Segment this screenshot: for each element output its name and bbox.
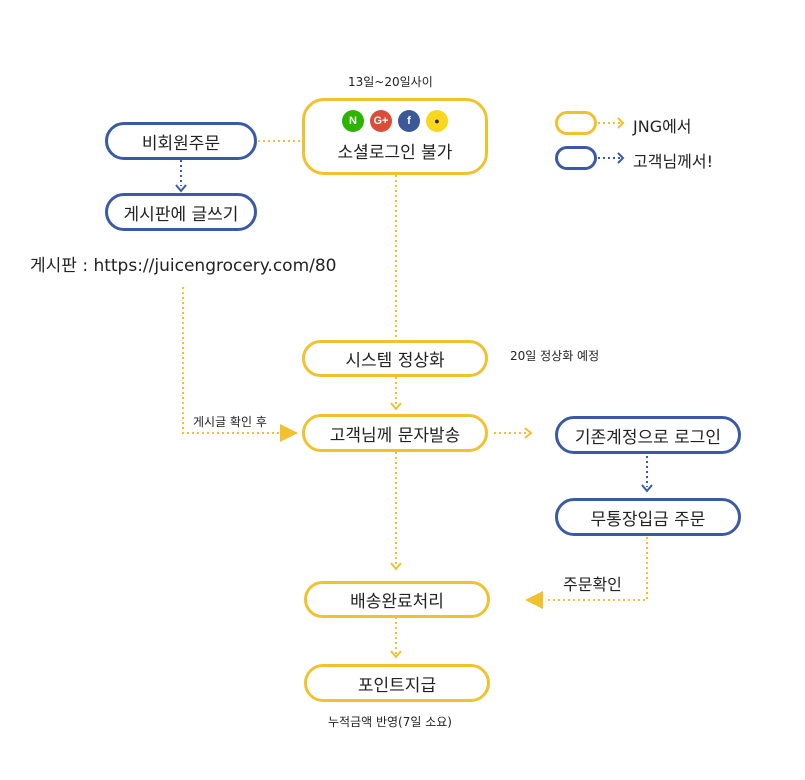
legend-arrowhead-yellow (617, 117, 625, 129)
delivery-box: 배송완료처리 (304, 581, 490, 618)
guest-order-box: 비회원주문 (105, 122, 257, 160)
existing-login-box: 기존계정으로 로그인 (555, 416, 741, 454)
arrowhead-delivery (390, 562, 402, 571)
existing-login-label: 기존계정으로 로그인 (574, 427, 722, 448)
arrowhead-sms (390, 402, 402, 411)
social-login-box: N G+ f ● 소셜로그인 불가 (302, 98, 488, 175)
points-box: 포인트지급 (304, 664, 490, 702)
naver-icon: N (342, 110, 364, 132)
board-write-box: 게시판에 글쓰기 (105, 193, 257, 231)
sms-box: 고객님께 문자발송 (302, 414, 488, 452)
board-write-label: 게시판에 글쓰기 (123, 204, 239, 225)
legend-blue-swatch (555, 146, 597, 170)
delivery-label: 배송완료처리 (350, 592, 444, 612)
points-label: 포인트지급 (357, 675, 437, 696)
bank-order-box: 무통장입금 주문 (555, 498, 741, 536)
legend-customer-label: 고객님께서! (633, 152, 714, 171)
legend-jng-label: JNG에서 (633, 117, 692, 136)
guest-order-label: 비회원주문 (141, 133, 221, 154)
legend-yellow-swatch (555, 111, 597, 135)
system-normal-box: 시스템 정상화 (302, 340, 488, 377)
order-check-note: 주문확인 (563, 575, 622, 594)
arrowhead-board (175, 184, 187, 193)
legend-arrowhead-blue (617, 152, 625, 164)
connector-bank-delivery (545, 537, 648, 601)
arrowhead-login (524, 427, 533, 439)
system-date-note: 20일 정상화 예정 (510, 349, 600, 363)
arrowhead-bank (641, 484, 653, 493)
social-login-label: 소셜로그인 불가 (337, 143, 453, 163)
facebook-icon: f (398, 110, 420, 132)
top-note: 13일~20일사이 (348, 75, 433, 89)
kakao-icon: ● (426, 110, 448, 132)
sms-label: 고객님께 문자발송 (329, 425, 461, 446)
google-plus-icon: G+ (370, 110, 392, 132)
board-url-note: 게시판 : https://juicengrocery.com/80 (30, 256, 337, 276)
after-post-note: 게시글 확인 후 (193, 415, 267, 429)
arrowhead-delivery-left (525, 591, 543, 609)
arrowhead-points (390, 650, 402, 659)
connector-board-sms (182, 287, 283, 434)
points-note: 누적금액 반영(7일 소요) (328, 715, 452, 729)
system-normal-label: 시스템 정상화 (345, 351, 445, 371)
social-icons: N G+ f ● (342, 110, 448, 132)
arrowhead-board-sms (280, 424, 298, 442)
bank-order-label: 무통장입금 주문 (590, 509, 706, 530)
